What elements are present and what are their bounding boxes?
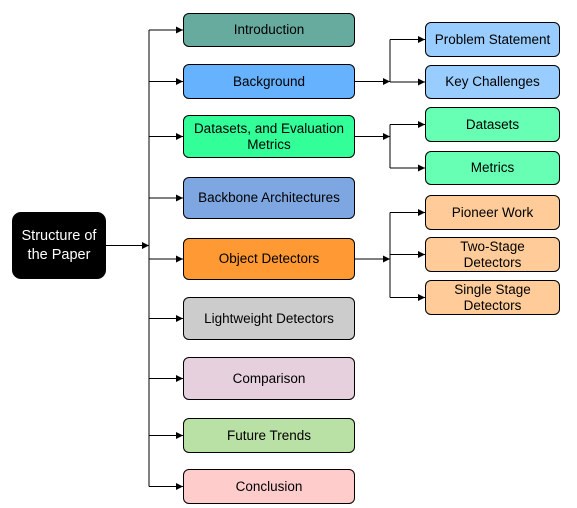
section-node-4: Backbone Architectures [183,177,355,219]
child-node-3-2-label: Metrics [470,160,515,175]
child-node-5-2-label: Two-Stage Detectors [460,238,525,270]
section-node-5: Object Detectors [183,238,355,280]
section-node-7-label: Comparison [232,370,306,386]
child-node-3-1: Datasets [425,107,560,142]
section-node-1-label: Introduction [233,22,305,37]
child-node-5-1-label: Pioneer Work [451,204,534,220]
child-node-5-2: Two-Stage Detectors [425,237,560,272]
section-node-8-label: Future Trends [226,427,312,443]
section-node-9: Conclusion [183,469,355,504]
child-node-3-1-label: Datasets [465,116,520,132]
connectors [106,26,425,490]
child-node-2-2: Key Challenges [425,65,560,99]
child-node-2-2-label: Key Challenges [445,74,540,89]
section-node-6: Lightweight Detectors [183,297,355,340]
section-node-5-label: Object Detectors [218,251,320,266]
child-node-3-2: Metrics [425,151,560,185]
section-node-1: Introduction [183,13,355,47]
section-node-2: Background [183,64,355,99]
section-node-2-label: Background [232,73,306,89]
child-node-5-1: Pioneer Work [425,195,560,230]
child-node-2-1: Problem Statement [425,22,560,57]
section-node-9-label: Conclusion [235,478,303,494]
child-node-2-1-label: Problem Statement [434,31,551,47]
section-node-7: Comparison [183,357,355,400]
section-node-4-label: Backbone Architectures [198,190,340,205]
section-node-6-label: Lightweight Detectors [204,310,334,326]
section-node-8: Future Trends [183,418,355,453]
